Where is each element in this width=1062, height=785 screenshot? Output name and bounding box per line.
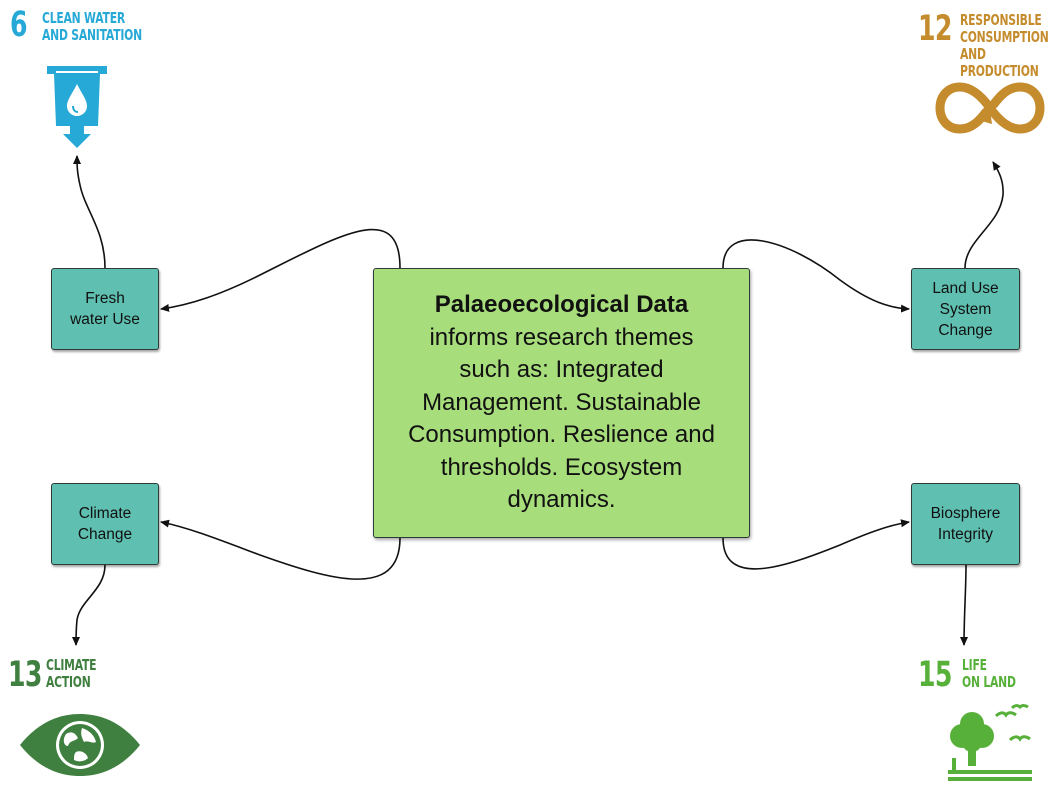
central-node-title: Palaeoecological Data bbox=[434, 291, 689, 319]
sdg15-number: 15 bbox=[918, 655, 952, 695]
node-biosphere-integrity: Biosphere Integrity bbox=[911, 483, 1020, 565]
central-node-palaeoecological-data: Palaeoecological Data informs research t… bbox=[373, 268, 750, 538]
node-climate-change: Climate Change bbox=[51, 483, 159, 565]
arrow-central-to-fresh-water bbox=[160, 228, 401, 312]
node-land-use-label: Land Use System Change bbox=[932, 279, 999, 339]
node-land-use-system-change: Land Use System Change bbox=[911, 268, 1020, 350]
sdg6-label: CLEAN WATER AND SANITATION bbox=[42, 9, 142, 44]
arrow-fresh-water-to-sdg6 bbox=[73, 155, 106, 269]
arrow-climate-to-sdg13 bbox=[72, 564, 106, 646]
arrow-central-to-biosphere bbox=[722, 519, 910, 570]
arrow-central-to-land-use bbox=[722, 239, 910, 313]
arrow-central-to-climate bbox=[160, 519, 401, 580]
sdg12-number: 12 bbox=[918, 9, 952, 49]
sdg15-label: LIFE ON LAND bbox=[962, 656, 1016, 691]
earth-eye-icon bbox=[20, 714, 140, 776]
node-biosphere-integrity-label: Biosphere Integrity bbox=[930, 505, 1001, 543]
central-node-body: informs research themes such as: Integra… bbox=[408, 323, 715, 514]
infinity-loop-icon bbox=[935, 82, 1045, 134]
arrow-biosphere-to-sdg15 bbox=[960, 564, 969, 646]
node-climate-change-label: Climate Change bbox=[77, 505, 133, 543]
node-fresh-water-use: Fresh water Use bbox=[51, 268, 159, 350]
sdg13-label: CLIMATE ACTION bbox=[46, 656, 97, 691]
sdg13-number: 13 bbox=[8, 655, 42, 695]
sdg6-number: 6 bbox=[10, 5, 28, 45]
tree-birds-icon bbox=[948, 704, 1032, 781]
node-fresh-water-use-label: Fresh water Use bbox=[70, 290, 140, 328]
arrow-land-use-to-sdg12 bbox=[964, 161, 1004, 269]
sdg12-label: RESPONSIBLE CONSUMPTION AND PRODUCTION bbox=[960, 11, 1049, 80]
water-drop-icon bbox=[47, 66, 107, 148]
